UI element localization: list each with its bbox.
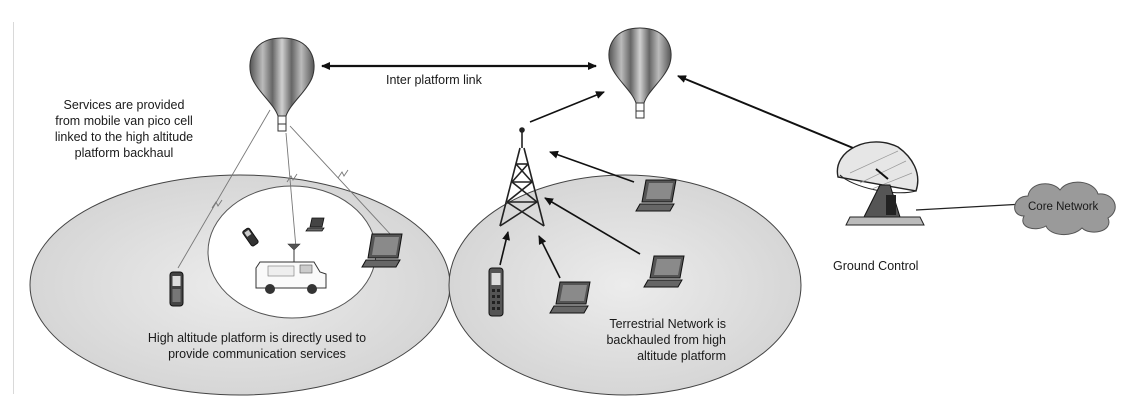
frame-edge bbox=[13, 22, 14, 394]
terrestrial-network-caption-line: Terrestrial Network is bbox=[609, 317, 726, 331]
services-note-line: from mobile van pico cell bbox=[55, 114, 193, 128]
core-network-link bbox=[915, 203, 1025, 211]
core-network-label: Core Network bbox=[1028, 201, 1099, 213]
hap-direct-caption-line: High altitude platform is directly used … bbox=[147, 331, 367, 345]
balloon-icon bbox=[249, 37, 315, 132]
tower-icon bbox=[499, 127, 545, 227]
van-icon bbox=[255, 243, 327, 294]
hap-coverage-area bbox=[29, 174, 451, 396]
phone-icon bbox=[242, 227, 259, 247]
cloud-icon bbox=[1014, 181, 1116, 235]
services-note-line: linked to the high altitude bbox=[54, 130, 194, 144]
terrestrial-link-arrows bbox=[499, 150, 641, 279]
wireless-links bbox=[177, 109, 393, 269]
satellite-dish-icon bbox=[836, 141, 925, 226]
laptop-icon bbox=[305, 217, 325, 232]
laptop-icon bbox=[361, 233, 403, 268]
hap-direct-caption-line: provide communication services bbox=[168, 347, 346, 361]
laptop-icon bbox=[643, 255, 685, 288]
balloon-icon bbox=[608, 27, 672, 119]
hap-direct-caption: High altitude platform is directly used … bbox=[112, 330, 402, 362]
terrestrial-coverage-area bbox=[448, 174, 802, 396]
terrestrial-network-caption: Terrestrial Network is backhauled from h… bbox=[566, 316, 726, 364]
phone-icon bbox=[169, 271, 184, 307]
services-note-line: Services are provided bbox=[63, 98, 185, 112]
ground-control-label: Ground Control bbox=[833, 259, 919, 273]
phone-icon bbox=[488, 267, 504, 317]
ground-control-link-arrow bbox=[677, 75, 859, 151]
terrestrial-network-caption-line: backhauled from high bbox=[606, 333, 726, 347]
laptop-icon bbox=[549, 281, 591, 314]
services-note-line: platform backhaul bbox=[74, 146, 174, 160]
services-note: Services are provided from mobile van pi… bbox=[24, 97, 224, 161]
terrestrial-network-caption-line: altitude platform bbox=[637, 349, 726, 363]
inter-platform-link-label: Inter platform link bbox=[386, 73, 482, 87]
laptop-icon bbox=[635, 179, 677, 212]
backhaul-arrow bbox=[529, 91, 605, 123]
